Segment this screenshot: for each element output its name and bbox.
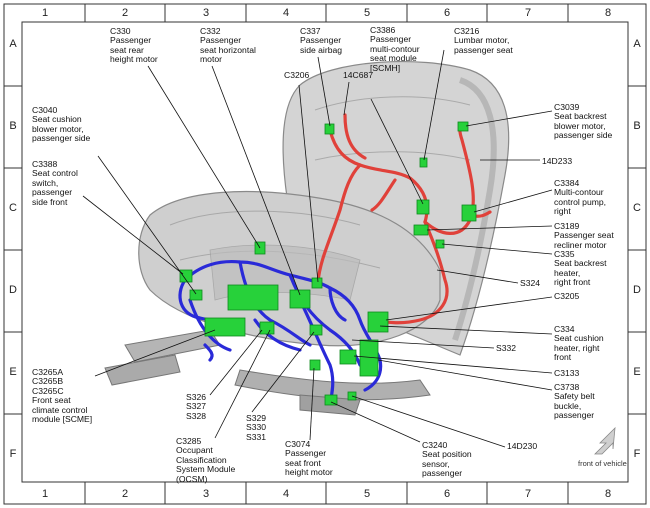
label-c3384: C3384 Multi-contour control pump, right [554,178,607,217]
connector-c3133 [339,349,357,365]
col-label-3: 3 [202,7,210,19]
row-label-right-c: C [633,202,641,214]
label-c337: C337 Passenger side airbag [300,26,343,55]
label-14d233: 14D233 [542,156,573,166]
col-label-bottom-5: 5 [363,488,371,500]
col-label-6: 6 [443,7,451,19]
label-c330: C330 Passenger seat rear height motor [110,26,158,65]
label-14d230: 14D230 [507,441,538,451]
connector-c3265 [204,317,246,337]
label-c3074: C3074 Passenger seat front height motor [285,439,333,478]
connector-c332 [289,289,311,309]
row-label-f: F [9,448,17,460]
connector-c3216 [419,157,428,168]
connectors [179,121,477,406]
front-arrow-icon [594,426,616,455]
col-label-2: 2 [121,7,129,19]
label-c334: C334 Seat cushion heater, right front [554,324,604,363]
row-label-right-b: B [633,120,641,132]
connector-c3039 [457,121,469,132]
label-s329: S329 S330 S331 [246,413,267,442]
connector-c3388 [179,269,193,283]
row-label-right-a: A [633,38,641,50]
connector-c3285 [259,321,275,335]
connector-s329 [309,324,323,336]
row-label-a: A [9,38,17,50]
connector-c3386 [416,199,430,215]
col-label-4: 4 [282,7,290,19]
outer-frame [3,3,647,505]
label-c335: C335 Seat backrest heater, right front [554,249,607,288]
col-label-bottom-7: 7 [524,488,532,500]
label-c3133: C3133 [554,368,580,378]
label-c3189: C3189 Passenger seat recliner motor [554,221,614,250]
connector-c3240 [324,394,338,406]
row-label-right-e: E [633,366,641,378]
row-label-c: C [9,202,17,214]
col-label-8: 8 [604,7,612,19]
label-s326: S326 S327 S328 [186,392,207,421]
label-c332: C332 Passenger seat horizontal motor [200,26,256,65]
label-s332: S332 [496,343,517,353]
label-c3285: C3285 Occupant Classification System Mod… [176,436,236,484]
grid-ticks [4,4,646,504]
col-label-bottom-3: 3 [202,488,210,500]
row-label-right-f: F [633,448,641,460]
connector-s326 [227,284,279,311]
label-s324: S324 [520,278,541,288]
label-c3206: C3206 [284,70,310,80]
row-label-e: E [9,366,17,378]
connector-c3040 [189,289,203,301]
connector-c3189 [413,224,429,236]
label-c3040: C3040 Seat cushion blower motor, passeng… [32,105,91,144]
label-c3265: C3265A C3265B C3265C Front seat climate … [32,367,93,425]
row-label-right-d: D [633,284,641,296]
front-of-vehicle-label: front of vehicle [578,459,627,468]
col-label-bottom-8: 8 [604,488,612,500]
inner-frame [21,21,629,483]
label-14c687: 14C687 [343,70,374,80]
label-c3205: C3205 [554,291,580,301]
label-c3039: C3039 Seat backrest blower motor, passen… [554,102,613,141]
connector-c3074 [309,359,321,371]
label-c3388: C3388 Seat control switch, passenger sid… [32,159,78,207]
col-label-bottom-2: 2 [121,488,129,500]
connector-c3205 [367,311,389,333]
label-c3240: C3240 Seat position sensor, passenger [422,440,472,479]
label-c3386: C3386 Passenger multi-contour seat modul… [370,25,420,73]
col-label-7: 7 [524,7,532,19]
label-c3738: C3738 Safety belt buckle, passenger [554,382,595,421]
label-c3216: C3216 Lumbar motor, passenger seat [454,26,513,55]
leader-lines [82,49,553,448]
row-label-b: B [9,120,17,132]
col-label-bottom-4: 4 [282,488,290,500]
row-label-d: D [9,284,17,296]
connector-c337 [324,123,335,135]
connector-c3384 [461,204,477,222]
col-label-bottom-1: 1 [41,488,49,500]
col-label-1: 1 [41,7,49,19]
col-label-bottom-6: 6 [443,488,451,500]
connector-c3206 [311,277,323,289]
col-label-5: 5 [363,7,371,19]
